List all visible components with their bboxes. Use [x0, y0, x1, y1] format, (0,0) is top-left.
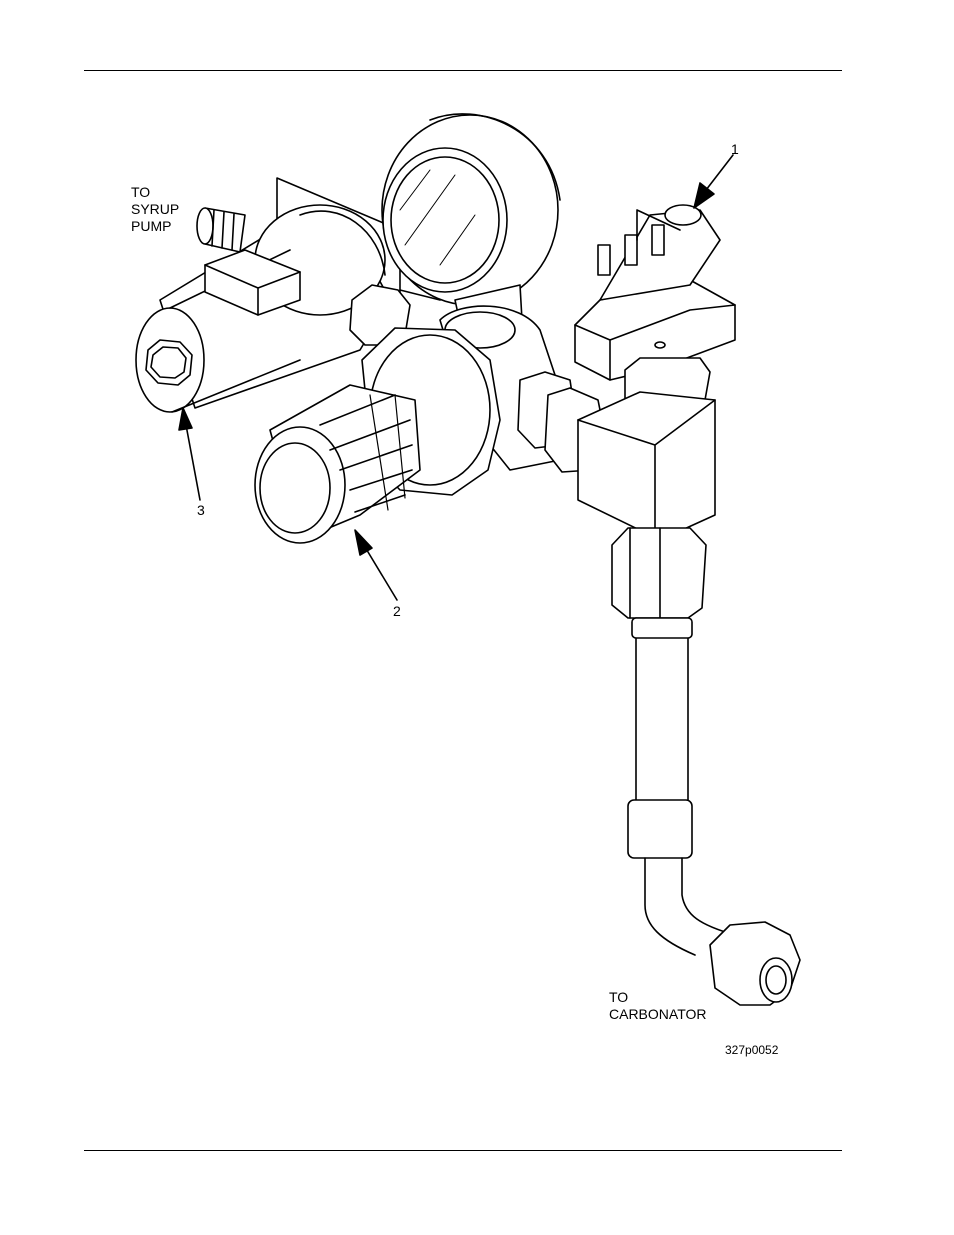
label-to-syrup-pump: TO SYRUP PUMP	[131, 184, 179, 235]
callout-1-label: 1	[731, 141, 739, 158]
footer-rule	[84, 1150, 842, 1151]
pressure-gauge	[382, 114, 560, 332]
block-fitting	[578, 392, 715, 618]
callout-2-label: 2	[393, 603, 401, 620]
callout-3-arrowhead	[179, 408, 192, 430]
callout-3-label: 3	[197, 502, 205, 519]
figure-code: 327p0052	[725, 1042, 778, 1059]
callout-2-arrowhead	[355, 530, 372, 555]
pressure-switch	[575, 205, 735, 410]
callout-1-arrowhead	[694, 183, 714, 208]
label-to-carbonator: TO CARBONATOR	[609, 989, 707, 1023]
carbonator-tube	[628, 618, 800, 1005]
